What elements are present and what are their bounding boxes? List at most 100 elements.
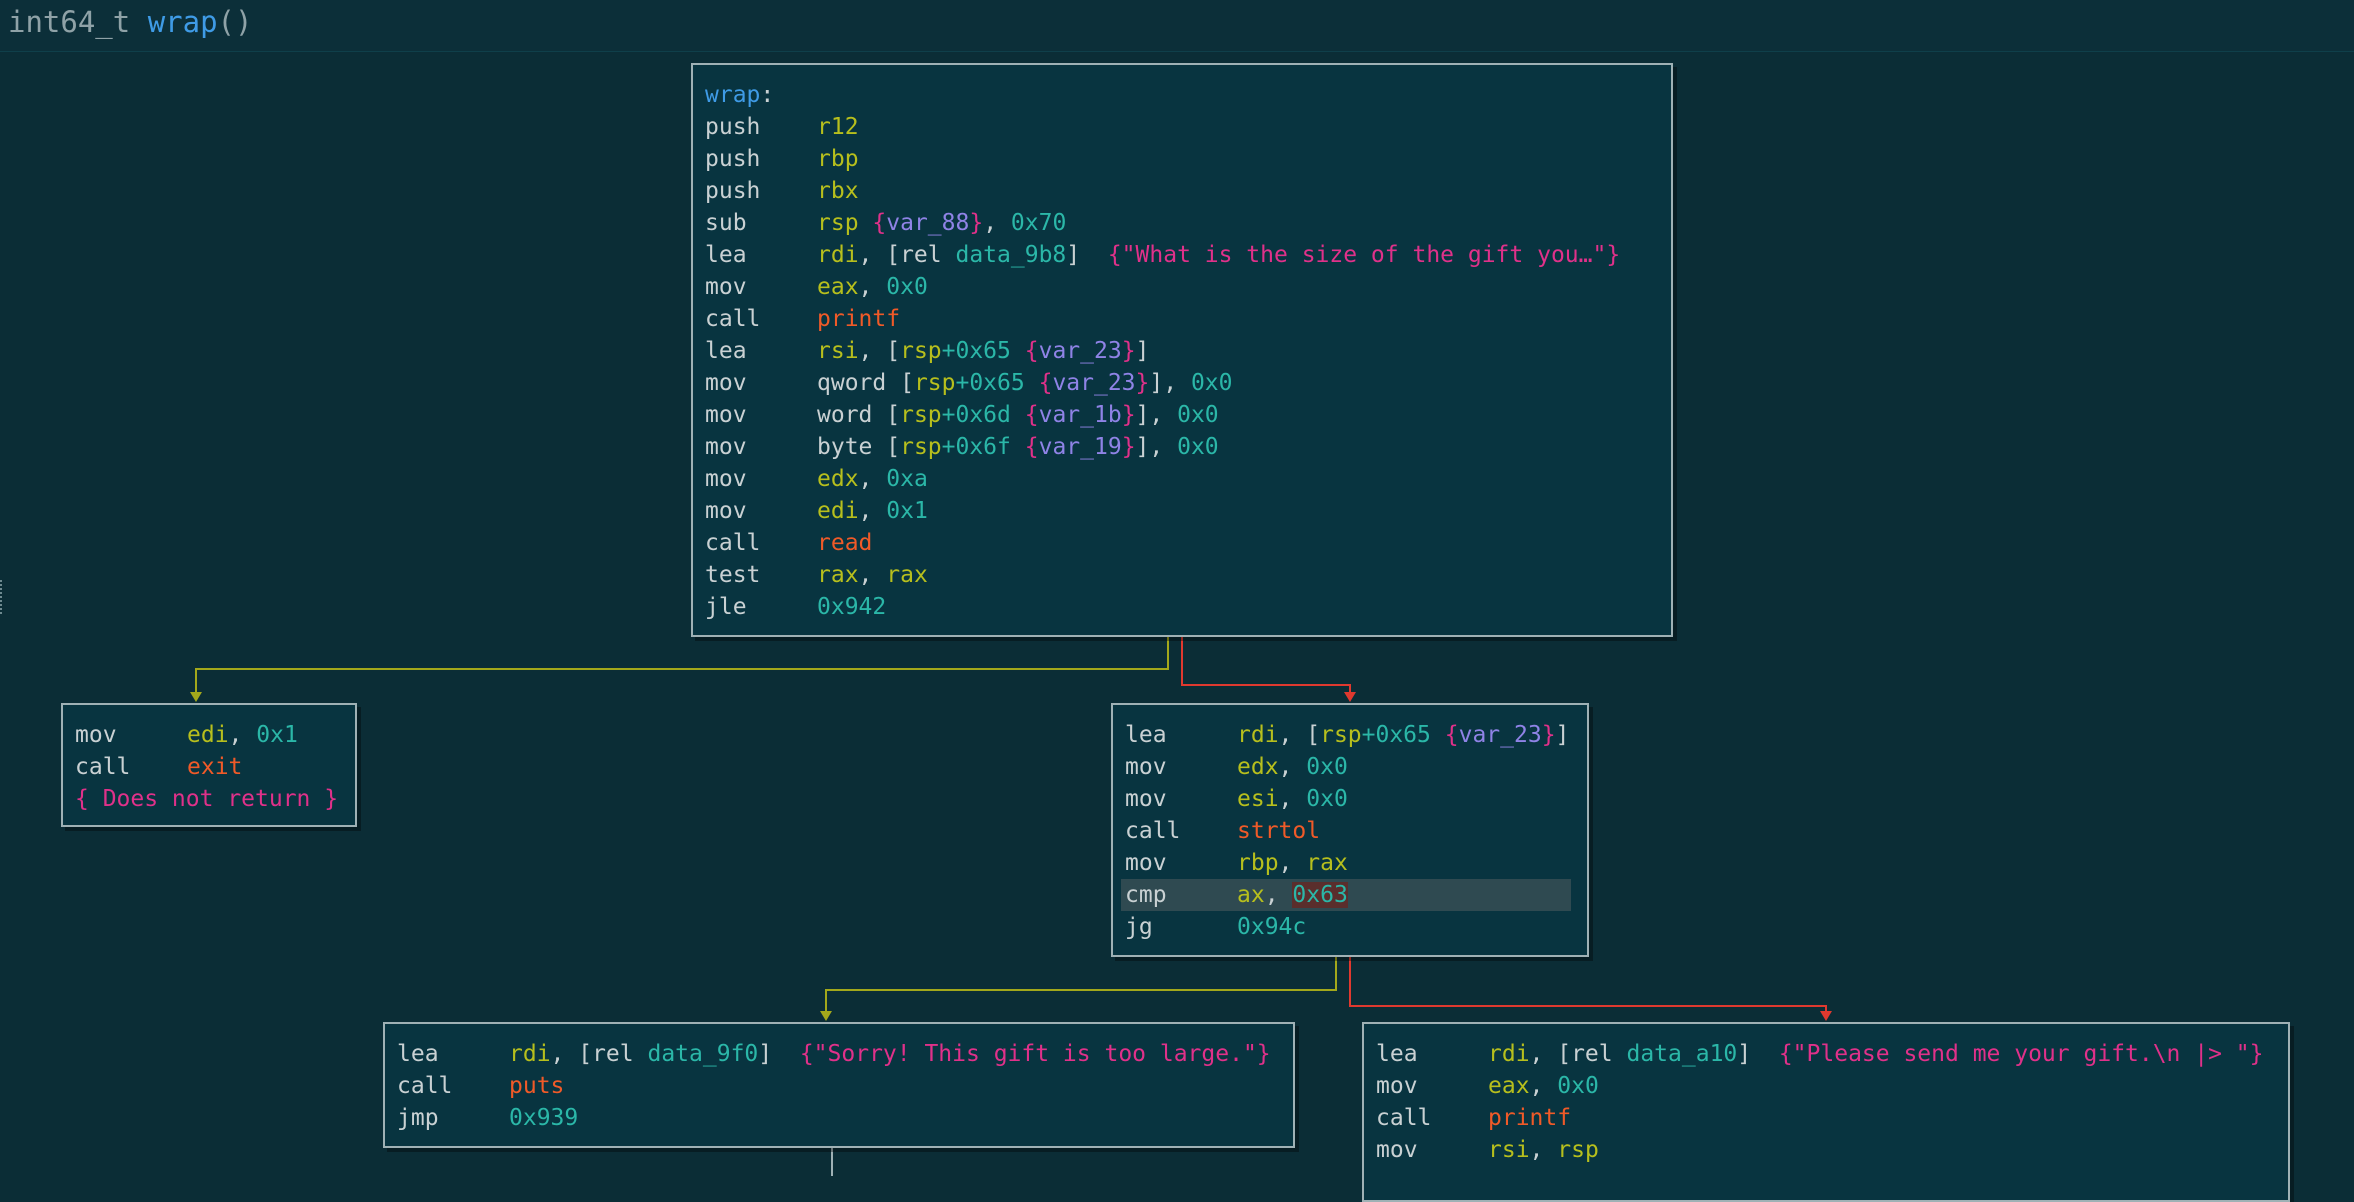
immediate[interactable]: 0x1 <box>256 722 298 748</box>
mnemonic[interactable]: mov <box>1125 850 1167 876</box>
mnemonic[interactable]: call <box>705 306 761 332</box>
call-target[interactable]: printf <box>817 306 901 332</box>
offset[interactable]: +0x65 <box>1361 722 1431 748</box>
mnemonic[interactable]: mov <box>1125 754 1167 780</box>
register[interactable]: rsp <box>1320 722 1362 748</box>
mnemonic[interactable]: jle <box>705 594 747 620</box>
immediate[interactable]: 0x0 <box>1557 1073 1599 1099</box>
register[interactable]: rax <box>1306 850 1348 876</box>
immediate[interactable]: 0x942 <box>817 594 887 620</box>
mnemonic[interactable]: lea <box>1376 1041 1418 1067</box>
immediate[interactable]: 0x94c <box>1237 914 1307 940</box>
mnemonic[interactable]: lea <box>705 242 747 268</box>
register[interactable]: eax <box>1488 1073 1530 1099</box>
instruction-line[interactable]: jle 0x942 <box>705 591 886 623</box>
register[interactable]: rsp <box>900 434 942 460</box>
mnemonic[interactable]: mov <box>1376 1137 1418 1163</box>
mnemonic[interactable]: mov <box>705 402 747 428</box>
mnemonic[interactable]: lea <box>1125 722 1167 748</box>
mnemonic[interactable]: push <box>705 146 761 172</box>
register[interactable]: rsi <box>817 338 859 364</box>
register[interactable]: esi <box>1237 786 1279 812</box>
immediate[interactable]: 0x0 <box>1177 402 1219 428</box>
stack-variable[interactable]: var_1b <box>1038 402 1122 428</box>
mnemonic[interactable]: jg <box>1125 914 1153 940</box>
immediate[interactable]: 0x0 <box>1190 370 1233 396</box>
mnemonic[interactable]: lea <box>397 1041 439 1067</box>
mnemonic[interactable]: mov <box>705 466 747 492</box>
immediate[interactable]: 0x0 <box>886 274 928 300</box>
mnemonic[interactable]: mov <box>705 434 747 460</box>
mnemonic[interactable]: mov <box>705 370 747 396</box>
register[interactable]: edx <box>1237 754 1279 780</box>
immediate[interactable]: 0x939 <box>509 1105 579 1131</box>
immediate[interactable]: 0x1 <box>886 498 928 524</box>
stack-variable[interactable]: var_19 <box>1038 434 1122 460</box>
register[interactable]: r12 <box>817 114 859 140</box>
label-wrap[interactable]: wrap <box>705 82 761 108</box>
offset[interactable]: +0x6f <box>941 434 1011 460</box>
mnemonic[interactable]: push <box>705 114 761 140</box>
instruction-line[interactable]: push r12 <box>705 111 859 143</box>
offset[interactable]: +0x65 <box>955 370 1025 396</box>
block-label[interactable]: wrap: <box>705 79 774 111</box>
mnemonic[interactable]: mov <box>705 498 747 524</box>
immediate[interactable]: 0x0 <box>1306 786 1348 812</box>
mnemonic[interactable]: sub <box>705 210 747 236</box>
register[interactable]: eax <box>817 274 859 300</box>
register[interactable]: rdi <box>1488 1041 1530 1067</box>
register[interactable]: rbx <box>817 178 859 204</box>
register[interactable]: rsp <box>900 338 942 364</box>
call-target[interactable]: read <box>817 530 873 556</box>
register[interactable]: rax <box>886 562 928 588</box>
register[interactable]: rbp <box>1237 850 1279 876</box>
stack-variable[interactable]: var_88 <box>886 210 970 236</box>
mnemonic[interactable]: call <box>75 754 131 780</box>
register[interactable]: rdi <box>509 1041 551 1067</box>
mnemonic[interactable]: push <box>705 178 761 204</box>
call-target[interactable]: printf <box>1488 1105 1572 1131</box>
mnemonic[interactable]: call <box>397 1073 453 1099</box>
mnemonic[interactable]: lea <box>705 338 747 364</box>
mnemonic[interactable]: mov <box>1376 1073 1418 1099</box>
immediate[interactable]: 0xa <box>886 466 928 492</box>
mnemonic[interactable]: mov <box>1125 786 1167 812</box>
mnemonic[interactable]: mov <box>705 274 747 300</box>
data-symbol[interactable]: data_a10 <box>1626 1041 1738 1067</box>
data-symbol[interactable]: data_9b8 <box>955 242 1067 268</box>
stack-variable[interactable]: var_23 <box>1038 338 1122 364</box>
function-name[interactable]: wrap <box>147 5 218 39</box>
register[interactable]: rax <box>817 562 859 588</box>
mnemonic[interactable]: test <box>705 562 761 588</box>
mnemonic[interactable]: call <box>1125 818 1181 844</box>
mnemonic[interactable]: mov <box>75 722 117 748</box>
function-signature[interactable]: int64_t wrap() <box>8 4 252 40</box>
splitter-handle[interactable] <box>0 580 5 614</box>
register[interactable]: rsp <box>1557 1137 1599 1163</box>
